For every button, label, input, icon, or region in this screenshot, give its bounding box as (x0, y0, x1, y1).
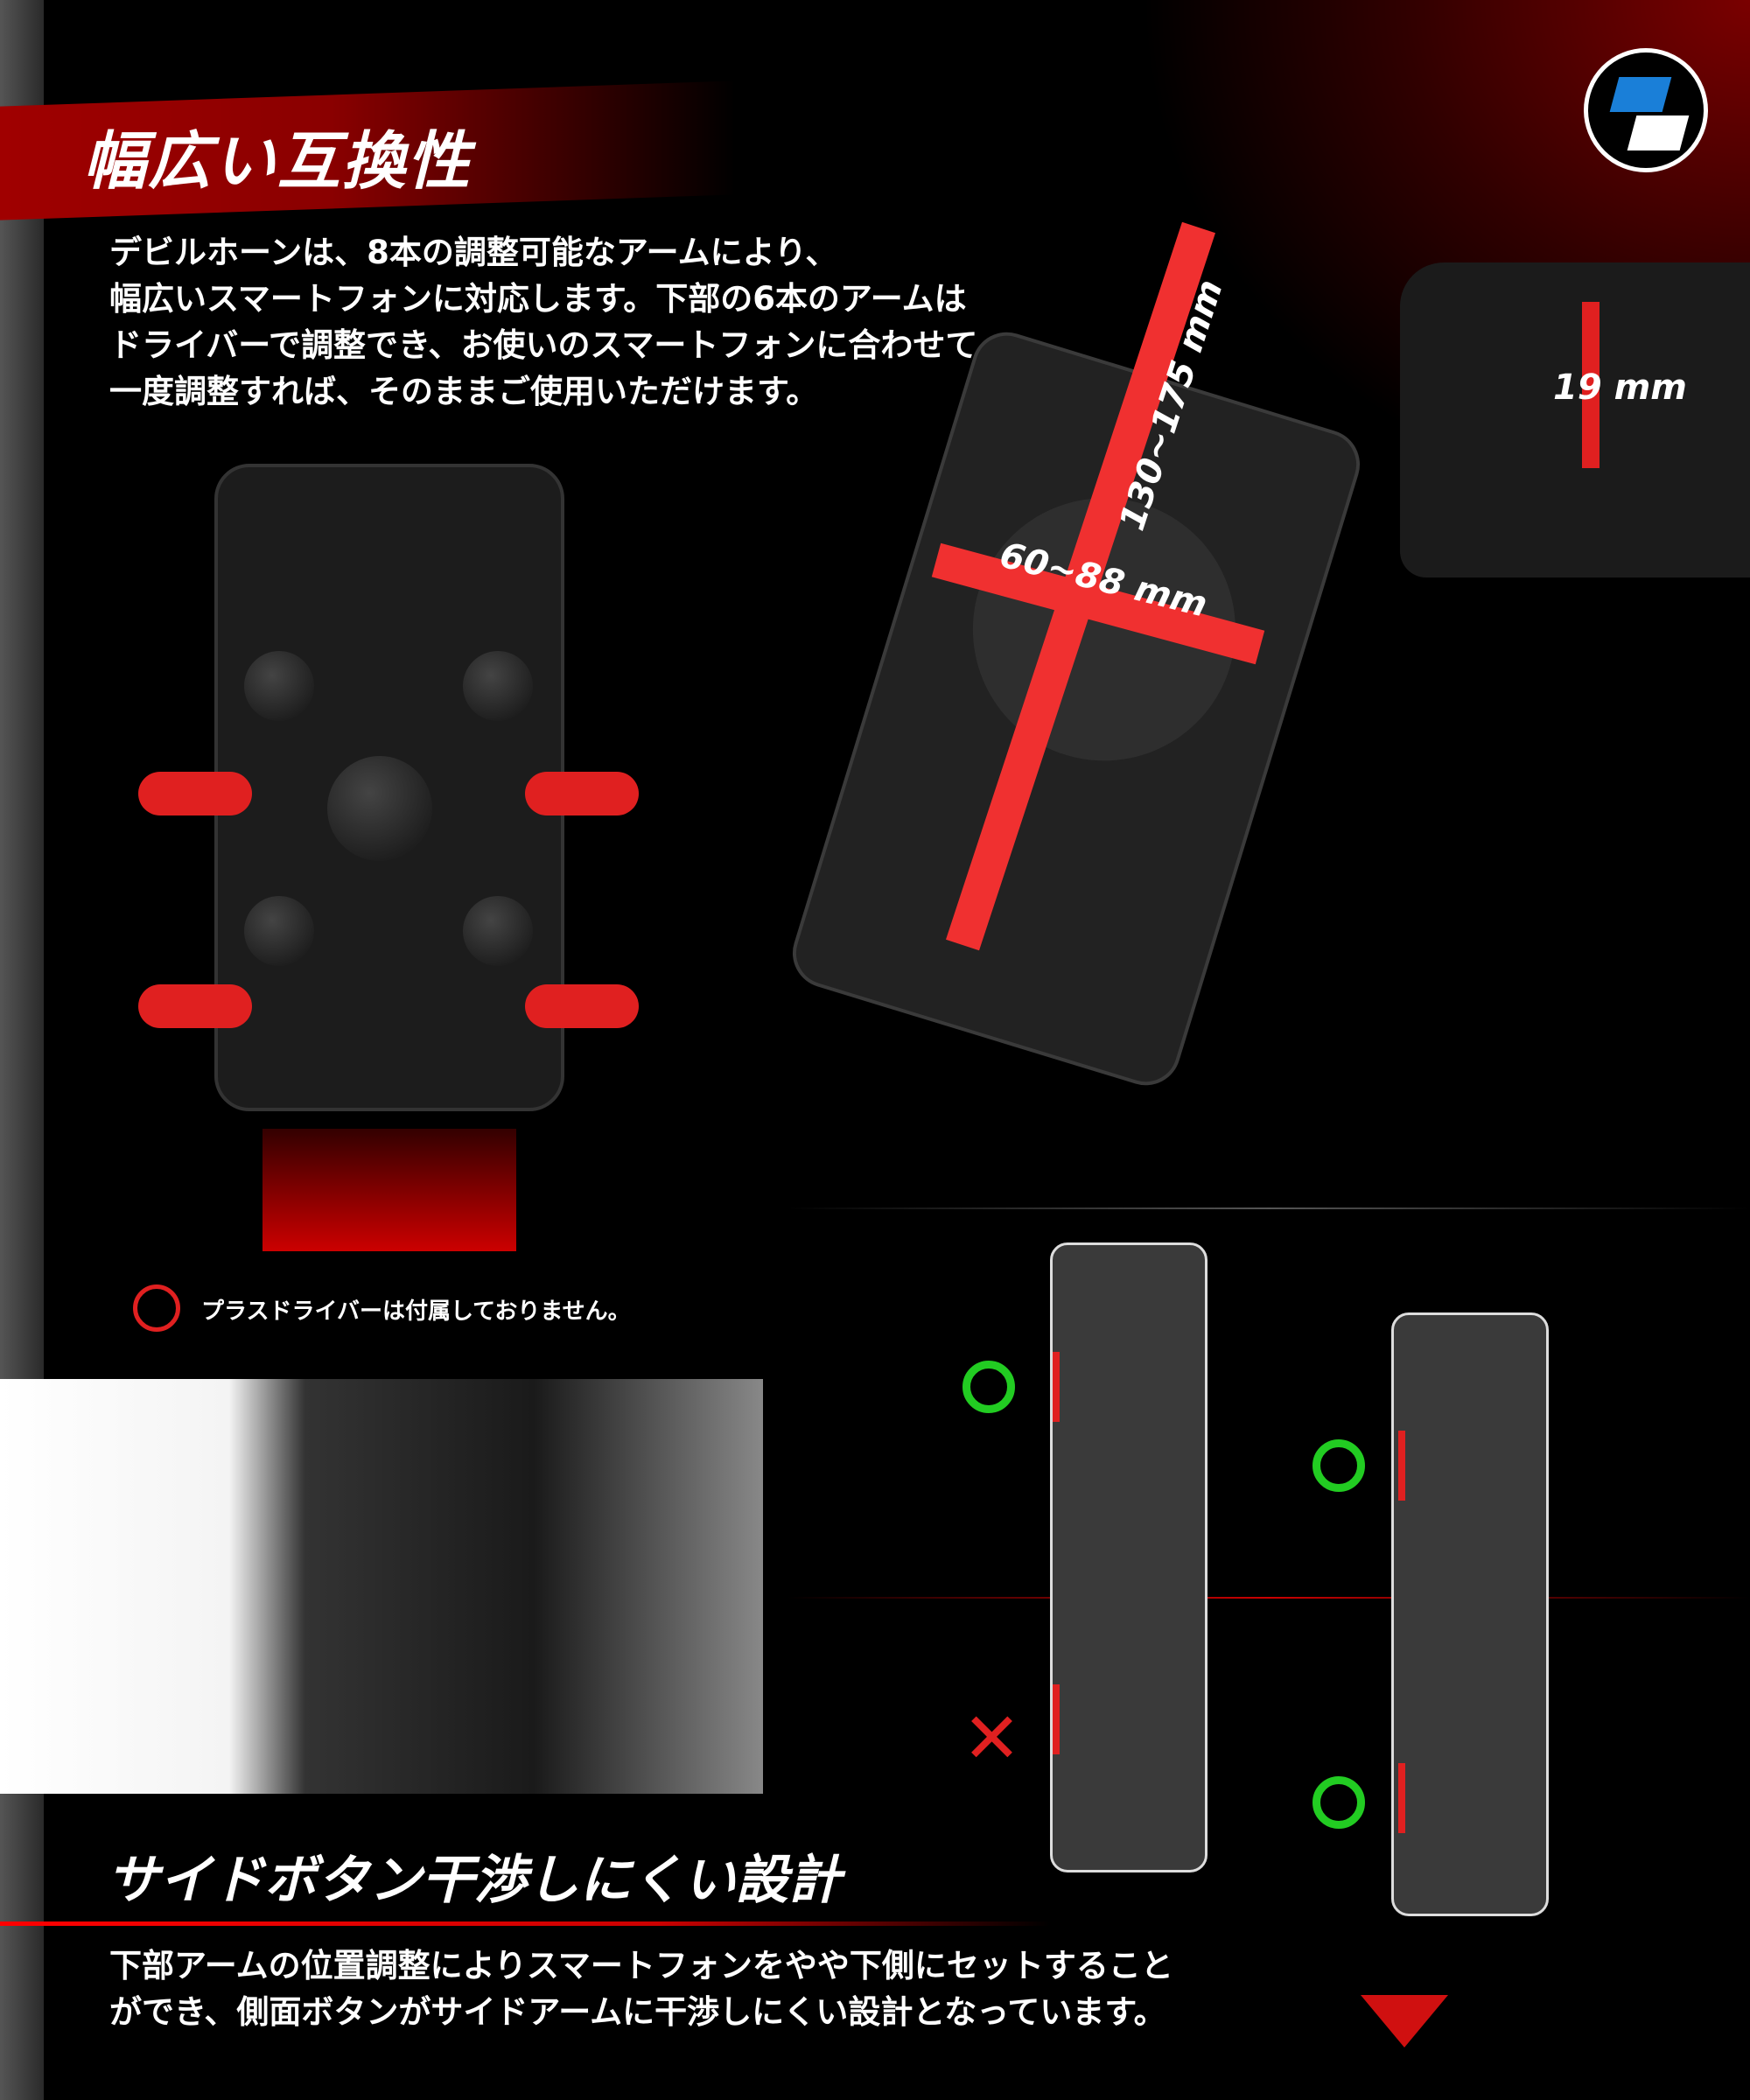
body-line: ができ、側面ボタンがサイドアームに干渉しにくい設計となっています。 (109, 1993, 1166, 2031)
arm-closeup-photo (0, 1379, 763, 1794)
grip-arm-image (1400, 262, 1750, 578)
body-line: 下部アームの位置調整によりスマートフォンをやや下側にセットすること (109, 1947, 1173, 1984)
grip-dimension-label: 19 mm (1553, 368, 1687, 408)
body-line: デビルホーンは、8本の調整可能なアームにより、 (109, 234, 838, 271)
screwdriver-note: プラスドライバーは付属しておりません。 (201, 1298, 631, 1325)
arm-slider-marker (138, 984, 252, 1028)
ok-circle-icon (1312, 1776, 1365, 1829)
diagram-after (1391, 1312, 1549, 1916)
side-button-marker (1398, 1431, 1405, 1501)
body-line: 幅広いスマートフォンに対応します。下部の6本のアームは (109, 280, 967, 318)
arm-slider-marker (525, 772, 639, 816)
body-line: ドライバーで調整でき、お使いのスマートフォンに合わせて (109, 326, 978, 364)
side-button-marker (1398, 1763, 1405, 1833)
arm-slider-marker (525, 984, 639, 1028)
section2-body: 下部アームの位置調整によりスマートフォンをやや下側にセットすること ができ、側面… (109, 1942, 1173, 2035)
divider (788, 1208, 1750, 1209)
compatibility-blocks-icon (1584, 48, 1708, 172)
ok-circle-icon (962, 1361, 1015, 1413)
divider (788, 1597, 1750, 1599)
ok-circle-icon (1312, 1439, 1365, 1492)
side-button-marker (1053, 1684, 1060, 1754)
ng-cross-icon: ✕ (962, 1698, 1022, 1779)
red-glow-bottom (262, 1129, 516, 1251)
grip-arrow (1582, 302, 1600, 468)
diagram-before (1050, 1242, 1208, 1872)
down-arrow-icon (1361, 1995, 1448, 2048)
body-line: 一度調整すれば、そのままご使用いただけます。 (109, 373, 819, 410)
mount-back-image (214, 464, 564, 1111)
side-button-marker (1053, 1352, 1060, 1422)
section1-title: 幅広い互換性 (83, 124, 472, 198)
width-arrow (931, 542, 1265, 665)
dimension-arrows (931, 221, 1265, 951)
section2-title: サイドボタン干渉しにくい設計 (107, 1850, 841, 1911)
section1-body: デビルホーンは、8本の調整可能なアームにより、 幅広いスマートフォンに対応します… (109, 229, 977, 415)
arm-slider-marker (138, 772, 252, 816)
section2-underline (0, 1922, 1312, 1926)
no-screwdriver-icon (133, 1284, 180, 1332)
